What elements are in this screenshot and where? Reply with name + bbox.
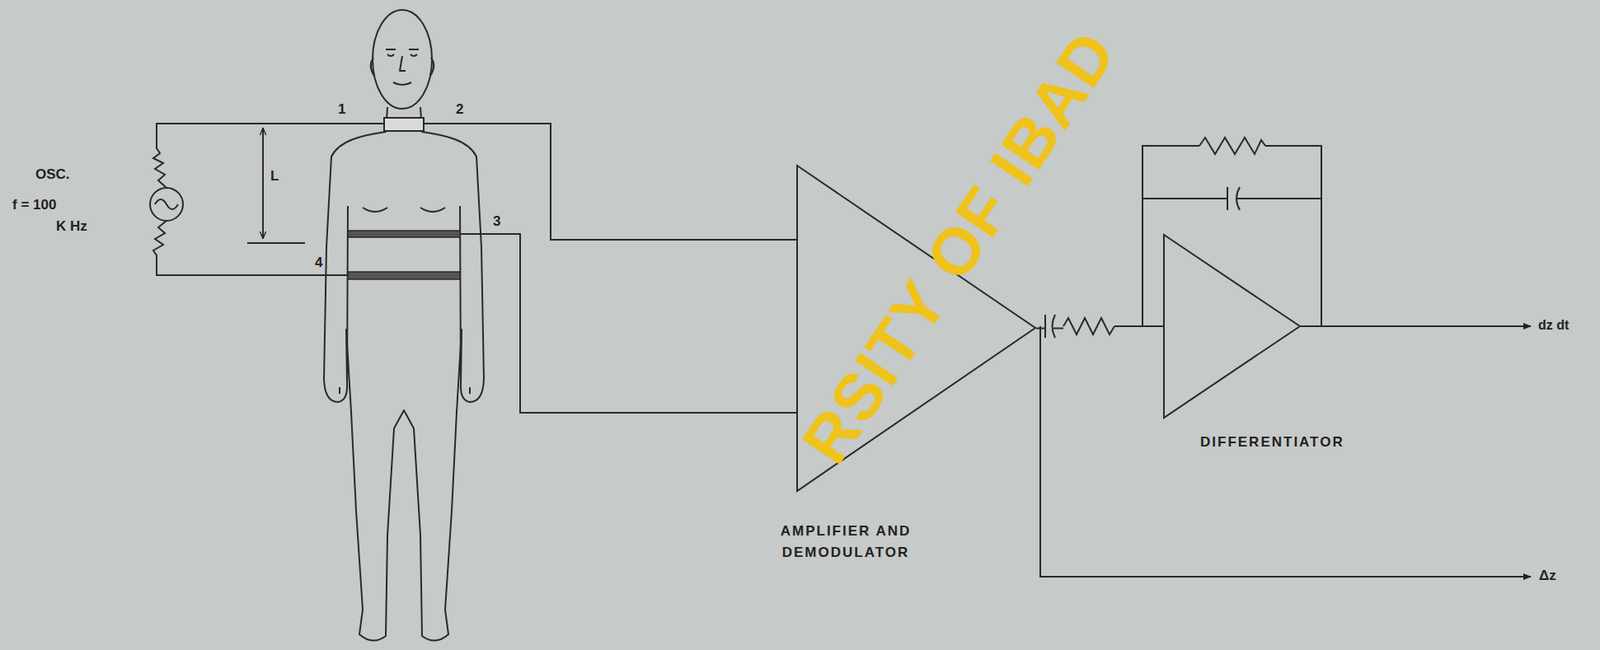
signal-wire <box>1036 326 1164 329</box>
eyes <box>385 48 419 51</box>
frequency-label: f = 100 <box>12 197 57 214</box>
osc-label: OSC. <box>35 167 71 183</box>
ear <box>370 57 375 76</box>
sine-symbol <box>154 199 179 210</box>
capacitor-plate <box>1044 314 1047 338</box>
electrodes <box>347 117 460 280</box>
differentiator-triangle: DIFFERENTIATOR <box>1163 234 1301 454</box>
chest-line <box>362 207 446 212</box>
feedback-wire <box>1142 145 1322 327</box>
block-label: DIFFERENTIATOR <box>1200 431 1338 454</box>
delta-z-output <box>1040 326 1531 578</box>
output-label: dz dt <box>1538 318 1569 334</box>
dimension-tick <box>247 242 305 244</box>
capacitor-plate <box>1052 314 1056 338</box>
differentiator-triangle <box>1163 234 1301 419</box>
capacitor-plate <box>1236 187 1240 211</box>
input-resistor <box>1063 318 1115 335</box>
eyes <box>387 54 418 57</box>
gap-patch <box>1045 318 1054 335</box>
electrode-number: 2 <box>455 102 464 118</box>
arm-line <box>347 206 461 385</box>
wire-1 <box>153 123 385 188</box>
ear <box>430 57 434 76</box>
head <box>372 9 432 109</box>
watermark: RSITY OF IBAD <box>791 19 1128 474</box>
human-figure <box>323 9 484 642</box>
frequency-unit: K Hz <box>56 219 88 235</box>
block-label: AMPLIFIER AND DEMODULATOR <box>775 520 916 565</box>
capacitor-plate <box>1226 187 1229 211</box>
wires <box>150 123 1531 578</box>
feedback-resistor <box>1199 137 1266 155</box>
dzdt-output <box>1300 325 1531 328</box>
gap-patch <box>1063 323 1115 330</box>
electrode-number: 3 <box>492 214 501 230</box>
dimension-arrow <box>262 128 264 239</box>
output-label: Δz <box>1539 568 1557 585</box>
hand-line <box>339 387 470 395</box>
feedback-cap-wire <box>1142 197 1322 200</box>
differentiator-triangle <box>1163 234 1300 418</box>
electrode-number: 1 <box>337 102 346 118</box>
wire-4 <box>153 220 348 276</box>
neck-electrode <box>384 117 424 132</box>
wire-2 <box>423 123 797 240</box>
dimension-label: L <box>270 168 279 185</box>
wire-3 <box>459 234 797 413</box>
mouth <box>393 82 412 85</box>
chest-electrode <box>347 230 460 238</box>
electrode-number: 4 <box>314 255 323 272</box>
oscillator-symbol <box>150 187 183 221</box>
body-outline <box>323 107 484 642</box>
waist-electrode <box>347 272 460 280</box>
nose <box>399 56 406 71</box>
